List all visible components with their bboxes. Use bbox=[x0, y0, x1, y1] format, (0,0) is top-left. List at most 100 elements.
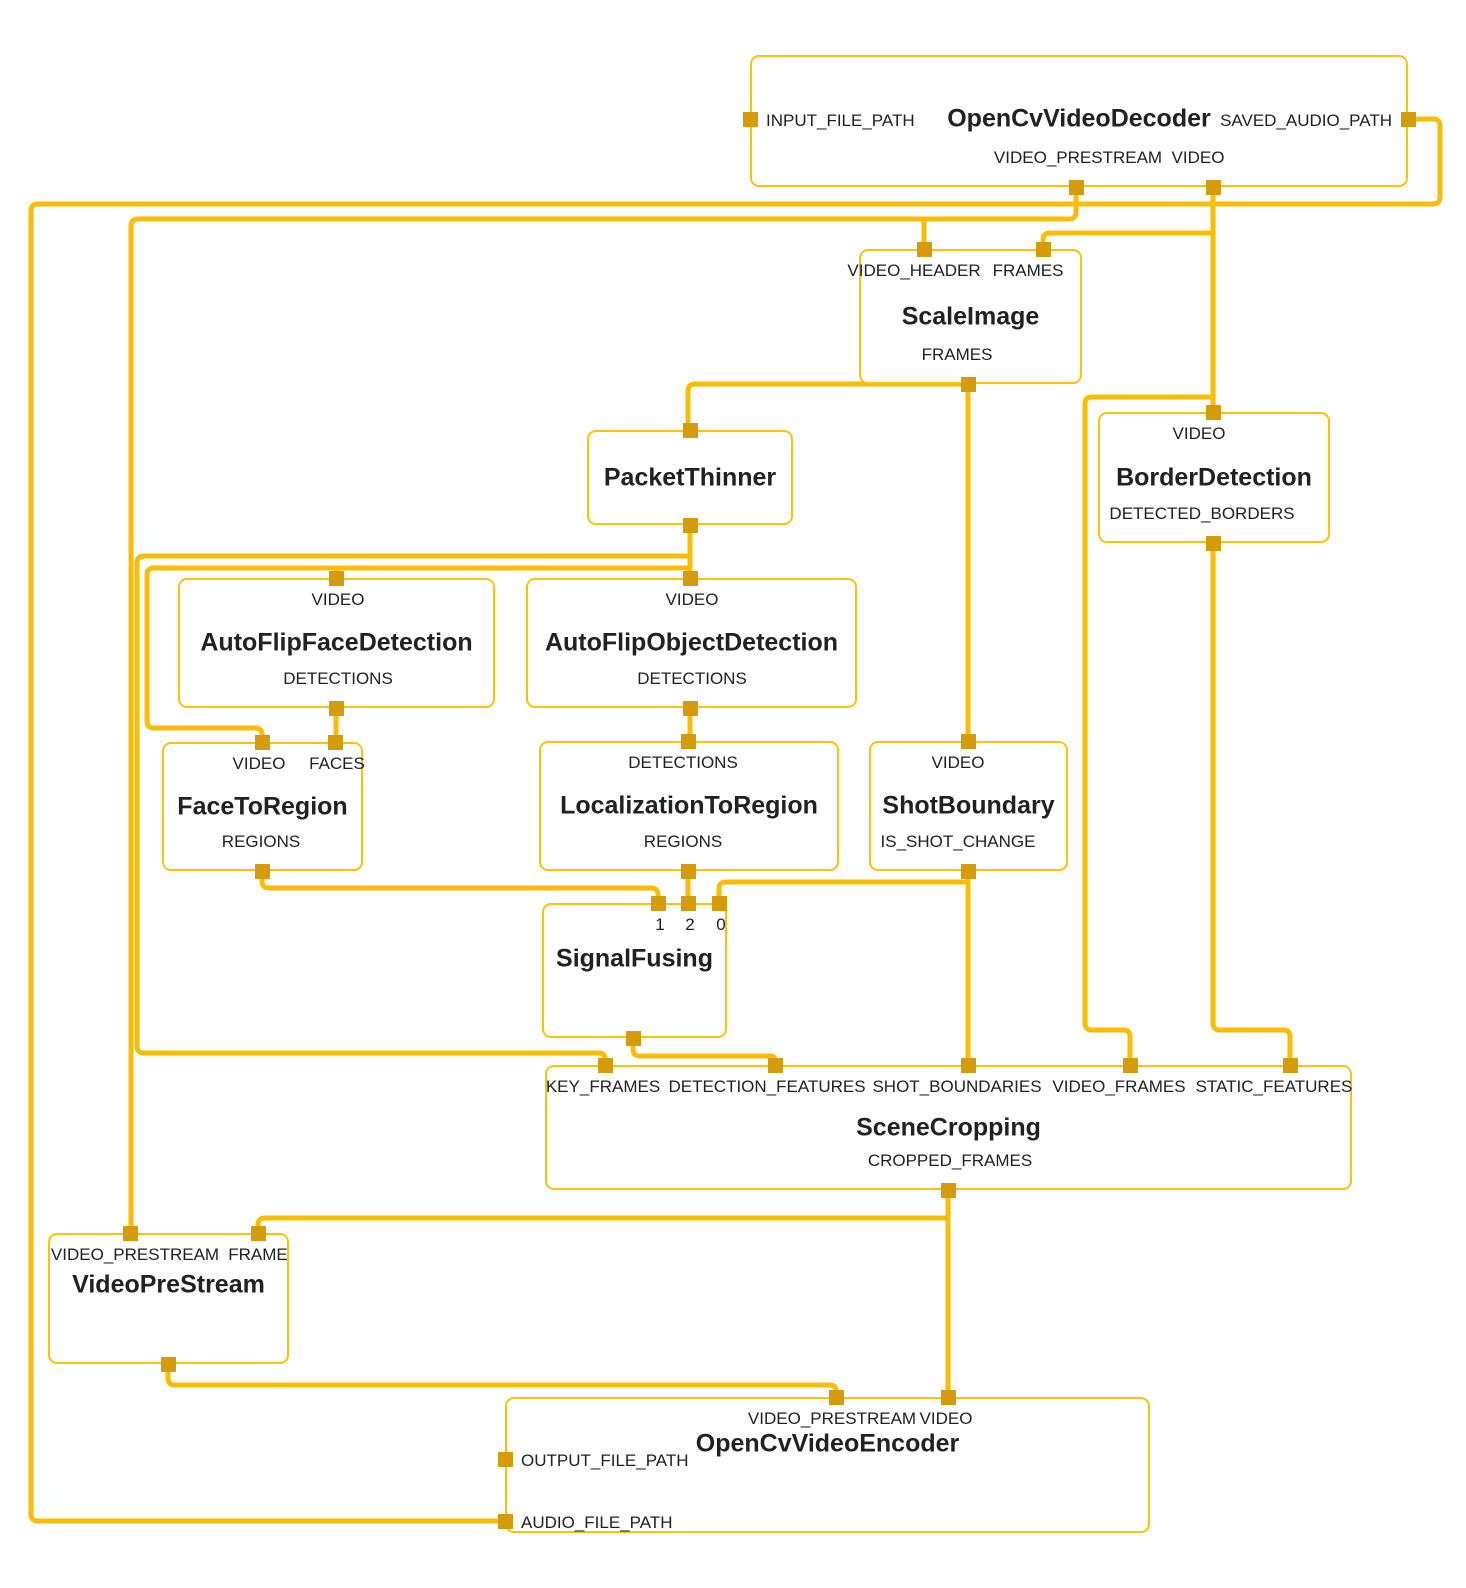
node-autoflip-face-detection[interactable]: AutoFlipFaceDetection VIDEO DETECTIONS bbox=[178, 578, 495, 708]
port-label-localization-to-region-detections: DETECTIONS bbox=[628, 753, 738, 772]
port-scene-cropping-video_frames bbox=[1122, 1057, 1138, 1073]
port-label-scene-cropping-detection_features: DETECTION_FEATURES bbox=[668, 1077, 866, 1096]
edge-video-to-scale-image-frames bbox=[1040, 230, 1213, 251]
node-localization-to-region[interactable]: LocalizationToRegion DETECTIONS REGIONS bbox=[539, 741, 839, 871]
node-title-autoflip-face-detection: AutoFlipFaceDetection bbox=[200, 628, 473, 657]
node-scene-cropping[interactable]: SceneCropping KEY_FRAMES DETECTION_FEATURE… bbox=[545, 1065, 1352, 1190]
port-scene-cropping-shot_boundaries bbox=[960, 1057, 976, 1073]
node-title-autoflip-object-detection: AutoFlipObjectDetection bbox=[544, 628, 839, 657]
node-title-scene-cropping: SceneCropping bbox=[856, 1113, 1041, 1141]
node-title-scale-image: ScaleImage bbox=[901, 302, 1040, 330]
port-video-pre-stream-frame bbox=[250, 1225, 266, 1241]
port-label-autoflip-object-detection-video: VIDEO bbox=[665, 590, 719, 609]
port-label-face-to-region-video: VIDEO bbox=[232, 754, 286, 773]
node-title-signal-fusing: SignalFusing bbox=[556, 944, 713, 972]
edge-face-regions-to-signal-fusing-1 bbox=[259, 871, 661, 903]
edge-video-to-scene-cropping-video-frames bbox=[1082, 394, 1213, 1067]
port-signal-fusing-2 bbox=[680, 895, 696, 911]
node-title-localization-to-region: LocalizationToRegion bbox=[560, 791, 818, 820]
port-label-scale-image-frames: FRAMES bbox=[921, 345, 993, 364]
port-label-face-to-region-faces: FACES bbox=[309, 754, 365, 773]
port-video-pre-stream-video_prestream bbox=[122, 1225, 138, 1241]
node-packet-thinner[interactable]: PacketThinner bbox=[587, 430, 793, 525]
port-label-border-detection-video: VIDEO bbox=[1172, 424, 1226, 443]
port-label-shot-boundary-is_shot_change: IS_SHOT_CHANGE bbox=[880, 832, 1036, 851]
port-autoflip-face-detection-detections bbox=[328, 700, 344, 716]
edge-salient-regions-to-detection-features bbox=[630, 1038, 778, 1065]
port-label-opencv-video-encoder-audio_file_path: AUDIO_FILE_PATH bbox=[521, 1513, 673, 1532]
port-scene-cropping-cropped_frames bbox=[940, 1182, 956, 1198]
port-border-detection-detected_borders bbox=[1205, 535, 1221, 551]
port-autoflip-object-detection-video bbox=[682, 570, 698, 586]
port-face-to-region-faces bbox=[327, 734, 343, 750]
port-scene-cropping-key_frames bbox=[597, 1057, 613, 1073]
port-localization-to-region-detections bbox=[680, 733, 696, 749]
edge-saved-audio-path-to-audio-file-path bbox=[28, 116, 1443, 1524]
port-label-border-detection-detected_borders: DETECTED_BORDERS bbox=[1109, 504, 1295, 523]
edge-key-frames-to-face-to-region-video bbox=[144, 565, 690, 742]
port-face-to-region-video bbox=[254, 734, 270, 750]
port-label-scene-cropping-static_features: STATIC_FEATURES bbox=[1195, 1077, 1353, 1096]
port-signal-fusing-0 bbox=[711, 895, 727, 911]
port-signal-fusing-bottom-3 bbox=[625, 1030, 641, 1046]
port-localization-to-region-regions bbox=[680, 863, 696, 879]
node-title-shot-boundary: ShotBoundary bbox=[882, 791, 1055, 820]
edge-shot-change-to-signal-fusing-0 bbox=[716, 879, 968, 903]
edge-detected-borders-to-static-features bbox=[1210, 543, 1293, 1067]
edge-scaled-frames-to-packet-thinner bbox=[685, 381, 968, 430]
port-opencv-video-encoder-video_prestream bbox=[828, 1389, 844, 1405]
port-border-detection-video bbox=[1205, 404, 1221, 420]
node-scale-image[interactable]: ScaleImage VIDEO_HEADER FRAMES FRAMES bbox=[847, 249, 1082, 384]
port-scene-cropping-static_features bbox=[1282, 1057, 1298, 1073]
port-label-autoflip-face-detection-detections: DETECTIONS bbox=[283, 669, 393, 688]
port-signal-fusing-1 bbox=[650, 895, 666, 911]
port-label-autoflip-object-detection-detections: DETECTIONS bbox=[637, 669, 747, 688]
node-title-opencv-video-decoder: OpenCvVideoDecoder bbox=[947, 104, 1211, 133]
port-opencv-video-encoder-video bbox=[940, 1389, 956, 1405]
port-shot-boundary-video bbox=[960, 733, 976, 749]
port-autoflip-object-detection-detections bbox=[682, 700, 698, 716]
port-shot-boundary-is_shot_change bbox=[960, 863, 976, 879]
port-label-face-to-region-regions: REGIONS bbox=[221, 832, 301, 851]
port-label-scale-image-video_header: VIDEO_HEADER bbox=[847, 261, 981, 280]
port-scale-image-frames bbox=[1035, 241, 1051, 257]
port-scale-image-video_header bbox=[916, 241, 932, 257]
port-video-pre-stream-bottom-2 bbox=[160, 1356, 176, 1372]
port-label-autoflip-face-detection-video: VIDEO bbox=[311, 590, 365, 609]
port-label-signal-fusing-0: 0 bbox=[716, 915, 726, 934]
node-title-opencv-video-encoder: OpenCvVideoEncoder bbox=[695, 1429, 960, 1458]
edge-video-prestream-to-video-pre-stream bbox=[128, 189, 1079, 1233]
node-video-pre-stream[interactable]: VideoPreStream VIDEO_PRESTREAM FRAME bbox=[48, 1233, 289, 1364]
port-face-to-region-regions bbox=[254, 863, 270, 879]
port-label-localization-to-region-regions: REGIONS bbox=[643, 832, 723, 851]
port-label-scene-cropping-shot_boundaries: SHOT_BOUNDARIES bbox=[872, 1077, 1042, 1096]
port-label-opencv-video-decoder-input_file_path: INPUT_FILE_PATH bbox=[766, 111, 915, 130]
port-label-video-pre-stream-frame: FRAME bbox=[228, 1245, 288, 1264]
port-label-scene-cropping-key_frames: KEY_FRAMES bbox=[545, 1077, 661, 1096]
port-scale-image-frames bbox=[960, 376, 976, 392]
port-label-opencv-video-decoder-video_prestream: VIDEO_PRESTREAM bbox=[993, 148, 1163, 167]
port-packet-thinner-top-0 bbox=[682, 422, 698, 438]
edge-video-pre-stream-out-to-encoder-prestream bbox=[165, 1364, 839, 1397]
port-opencv-video-decoder-input_file_path bbox=[742, 111, 758, 127]
node-autoflip-object-detection[interactable]: AutoFlipObjectDetection VIDEO DETECTIONS bbox=[526, 578, 857, 708]
port-label-video-pre-stream-video_prestream: VIDEO_PRESTREAM bbox=[50, 1245, 220, 1264]
port-label-opencv-video-encoder-video_prestream: VIDEO_PRESTREAM bbox=[747, 1409, 917, 1428]
port-packet-thinner-bottom-1 bbox=[682, 517, 698, 533]
node-title-packet-thinner: PacketThinner bbox=[603, 463, 777, 491]
port-label-opencv-video-decoder-video: VIDEO bbox=[1171, 148, 1225, 167]
port-label-opencv-video-encoder-video: VIDEO bbox=[919, 1409, 973, 1428]
port-opencv-video-decoder-video_prestream bbox=[1068, 179, 1084, 195]
node-title-video-pre-stream: VideoPreStream bbox=[72, 1270, 265, 1298]
port-label-scale-image-frames: FRAMES bbox=[992, 261, 1064, 280]
port-opencv-video-encoder-audio_file_path bbox=[497, 1513, 513, 1529]
port-opencv-video-decoder-saved_audio_path bbox=[1400, 111, 1416, 127]
